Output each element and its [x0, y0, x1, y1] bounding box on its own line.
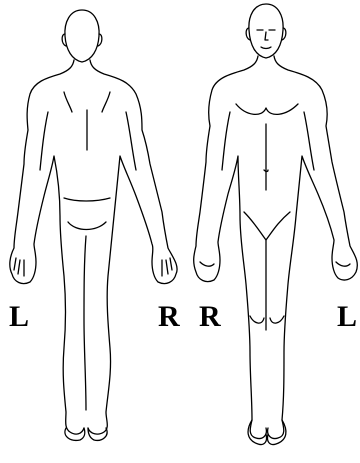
- back-scapula-right: [102, 92, 110, 112]
- back-waist: [64, 198, 110, 201]
- back-hand-right: [162, 258, 172, 276]
- front-chest: [236, 104, 298, 114]
- back-arm-inner-right: [126, 112, 136, 170]
- front-head: [249, 4, 283, 58]
- front-mouth: [261, 47, 271, 49]
- front-knee-right: [270, 316, 284, 323]
- front-palm-right: [336, 262, 350, 266]
- back-scapula-left: [64, 92, 72, 112]
- front-view-right-label: L: [337, 302, 357, 332]
- front-arm-inner-right: [304, 112, 314, 170]
- front-nose: [265, 32, 268, 40]
- front-arm-inner-left: [222, 112, 230, 170]
- back-view-figure: [10, 10, 177, 440]
- back-view-right-label: R: [158, 302, 180, 332]
- back-head: [65, 10, 99, 62]
- back-arm-inner-left: [40, 112, 48, 170]
- front-view-left-label: R: [199, 302, 221, 332]
- front-knee-left: [250, 316, 264, 323]
- back-leg-inner: [84, 236, 86, 410]
- front-groin: [244, 212, 290, 240]
- back-view-left-label: L: [9, 302, 29, 332]
- back-glute: [68, 222, 106, 230]
- front-palm-left: [200, 262, 214, 266]
- back-outline-right: [88, 60, 177, 434]
- front-view-figure: [194, 4, 358, 445]
- back-hand-left: [14, 258, 24, 276]
